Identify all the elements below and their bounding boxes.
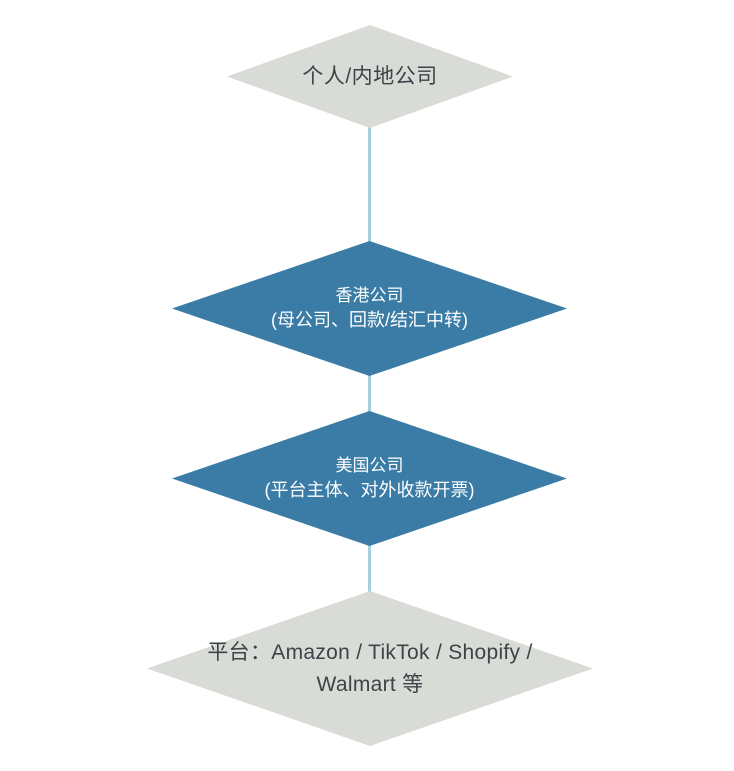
diagram-node-usa-line-2: (平台主体、对外收款开票) bbox=[264, 479, 475, 500]
diagram-node-platform-line-1: 平台：Amazon / TikTok / Shopify / bbox=[207, 641, 533, 664]
diagram-node-platform[interactable]: 平台：Amazon / TikTok / Shopify / Walmart 等 bbox=[147, 591, 593, 746]
diagram-node-platform-line-2: Walmart 等 bbox=[316, 672, 424, 696]
connector-hongkong-to-usa bbox=[368, 372, 371, 416]
diagram-node-usa-label: 美国公司 (平台主体、对外收款开票) bbox=[259, 454, 481, 504]
diagram-node-hongkong[interactable]: 香港公司 (母公司、回款/结汇中转) bbox=[172, 241, 567, 376]
diagram-node-usa[interactable]: 美国公司 (平台主体、对外收款开票) bbox=[172, 411, 567, 546]
connector-usa-to-platform bbox=[368, 542, 371, 596]
diagram-node-individual-label: 个人/内地公司 bbox=[296, 62, 443, 92]
diagram-node-hongkong-line-1: 香港公司 bbox=[335, 285, 404, 305]
diagram-node-individual[interactable]: 个人/内地公司 bbox=[227, 25, 513, 128]
diagram-node-hongkong-label: 香港公司 (母公司、回款/结汇中转) bbox=[265, 284, 474, 334]
diagram-node-usa-line-1: 美国公司 bbox=[335, 455, 404, 475]
diagram-node-hongkong-line-2: (母公司、回款/结汇中转) bbox=[271, 309, 468, 330]
connector-individual-to-hongkong bbox=[368, 124, 371, 246]
diagram-node-platform-label: 平台：Amazon / TikTok / Shopify / Walmart 等 bbox=[201, 637, 538, 700]
diagram-node-individual-line-1: 个人/内地公司 bbox=[302, 64, 438, 88]
